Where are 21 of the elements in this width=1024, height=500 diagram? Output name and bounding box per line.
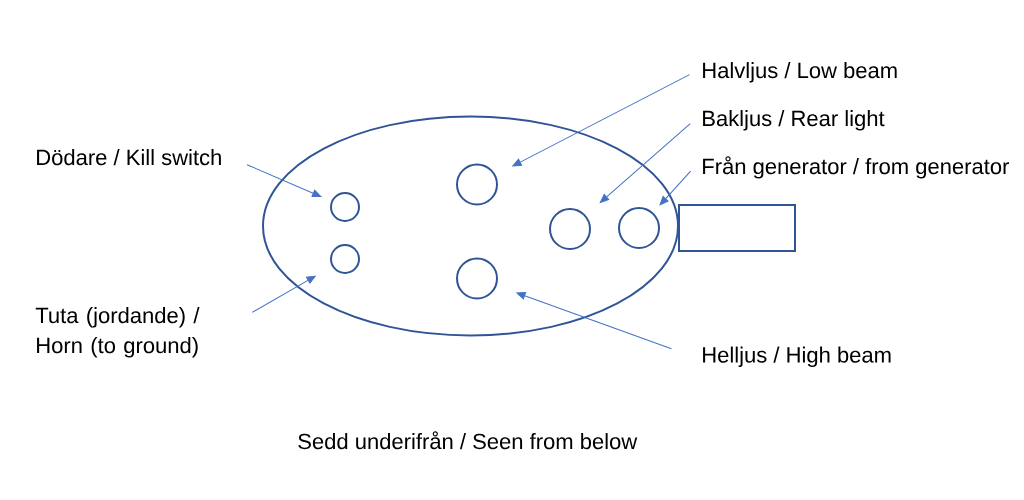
rectangle bbox=[678, 204, 796, 252]
leader-arrow bbox=[516, 291, 672, 350]
callout-text: Tuta (jordande) / Horn (to ground) bbox=[35, 307, 200, 358]
circle bbox=[456, 257, 498, 300]
leader-arrow bbox=[599, 123, 691, 203]
callout-text: Halvljus / Low beam bbox=[703, 62, 897, 83]
callout-text: Helljus / High beam bbox=[703, 346, 891, 368]
ellipse-outline bbox=[262, 115, 679, 337]
caption: Sedd underifrån / Seen from below bbox=[298, 431, 638, 450]
circle bbox=[549, 208, 591, 250]
circle bbox=[456, 163, 498, 206]
circle bbox=[330, 244, 360, 274]
leader-arrow bbox=[246, 164, 322, 198]
leader-arrow bbox=[512, 74, 691, 167]
leader-arrow bbox=[251, 275, 316, 313]
callout-text: Dödare / Kill switch bbox=[37, 149, 221, 166]
circle bbox=[330, 192, 360, 222]
callout-text: Bakljus / Rear light bbox=[703, 110, 885, 131]
callout-text: Från generator / from generator bbox=[703, 156, 1009, 179]
circle bbox=[618, 207, 660, 249]
leader-arrow bbox=[659, 170, 692, 206]
